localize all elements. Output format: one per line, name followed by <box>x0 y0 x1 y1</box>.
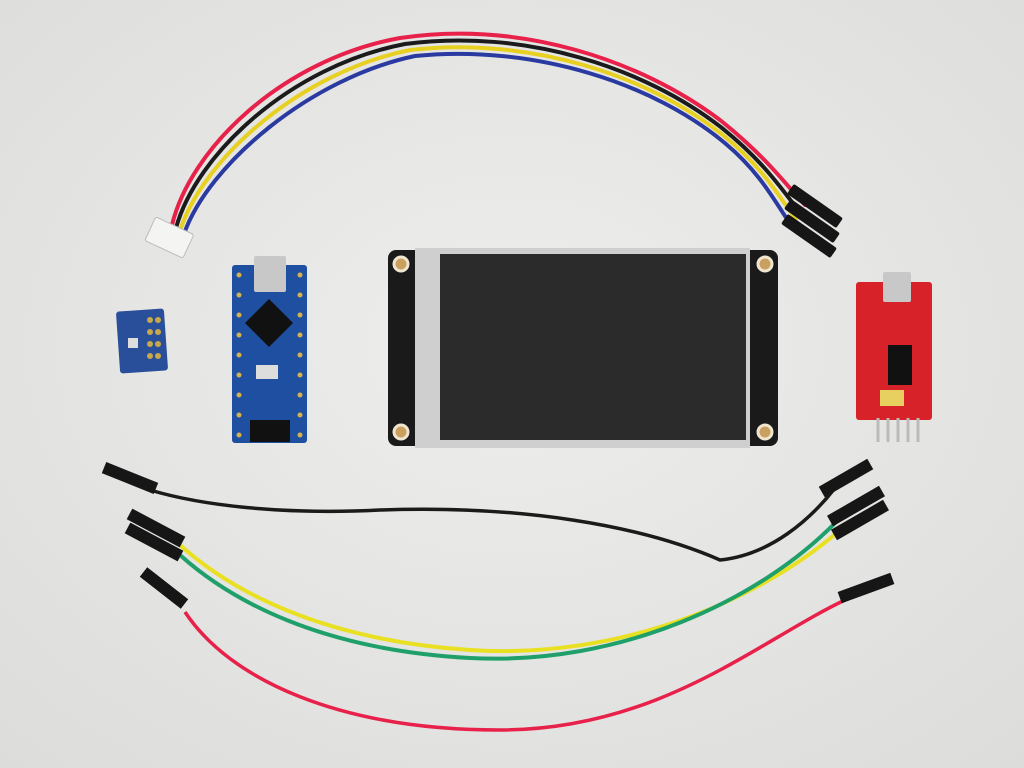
green-jumper-wire <box>178 520 838 661</box>
dupont-connectors <box>781 184 843 258</box>
screen <box>440 254 746 440</box>
mini-usb-port <box>883 272 911 302</box>
mini-usb-port <box>254 256 286 292</box>
jumper-wire-connectors <box>101 458 895 609</box>
white-connector <box>144 217 194 259</box>
touch-display-module <box>388 248 778 448</box>
ftdi-usb-serial-adapter <box>856 272 932 442</box>
arduino-nano <box>232 256 307 443</box>
four-wire-cable <box>170 31 807 236</box>
sensor-breakout <box>116 308 168 374</box>
black-jumper-wire <box>149 486 837 562</box>
red-jumper-wire <box>183 598 846 732</box>
